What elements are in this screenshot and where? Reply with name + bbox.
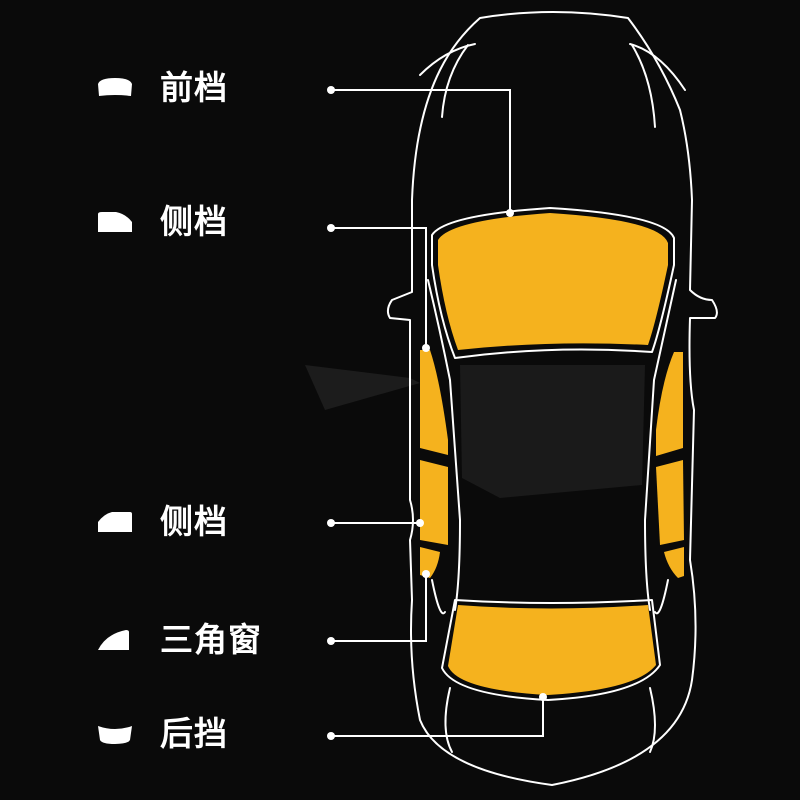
legend-label-front: 前档: [160, 68, 228, 107]
front-side-window-icon: [98, 212, 132, 232]
car-body-outline: [386, 11, 718, 786]
rear-window-frame: [441, 599, 661, 701]
leader-dot: [422, 570, 430, 578]
legend-label-quarter: 三角窗: [160, 620, 262, 659]
front-windshield-glass: [438, 213, 668, 350]
legend-quarter-window: 三角窗: [96, 620, 262, 660]
leader-line-side-front: [331, 227, 427, 348]
quarter-window-icon: [98, 630, 129, 650]
leader-dot: [506, 209, 514, 217]
leader-dot: [327, 86, 335, 94]
leader-dot: [327, 732, 335, 740]
roof-panel: [460, 365, 645, 498]
leader-line-quarter: [331, 574, 427, 642]
left-front-side-glass: [420, 350, 448, 455]
rear-windshield-icon: [98, 726, 132, 744]
front-windshield-icon: [98, 78, 132, 96]
legend-front-windshield: 前档: [96, 68, 228, 108]
rear-windshield-glass: [448, 605, 656, 695]
rear-side-window-icon: [98, 512, 132, 532]
legend-label-side-rear: 侧档: [160, 502, 228, 541]
mirror-reflection-shadow: [305, 365, 420, 410]
leader-dot: [327, 637, 335, 645]
legend-front-side-window: 侧档: [96, 202, 228, 242]
leader-dot: [327, 224, 335, 232]
right-quarter-glass: [664, 547, 684, 578]
legend-label-rear: 后挡: [160, 714, 228, 753]
left-rear-side-glass: [420, 460, 448, 545]
leader-line-rear: [331, 697, 544, 737]
right-front-side-glass: [656, 352, 683, 456]
right-rear-side-glass: [656, 460, 684, 545]
legend-rear-side-window: 侧档: [96, 502, 228, 542]
leader-dot: [416, 519, 424, 527]
windshield-frame: [431, 207, 675, 359]
leader-line-front: [331, 89, 511, 213]
leader-dot: [539, 693, 547, 701]
leader-dot: [422, 344, 430, 352]
legend-label-side-front: 侧档: [160, 202, 228, 241]
leader-dot: [327, 519, 335, 527]
legend-rear-windshield: 后挡: [96, 714, 228, 754]
